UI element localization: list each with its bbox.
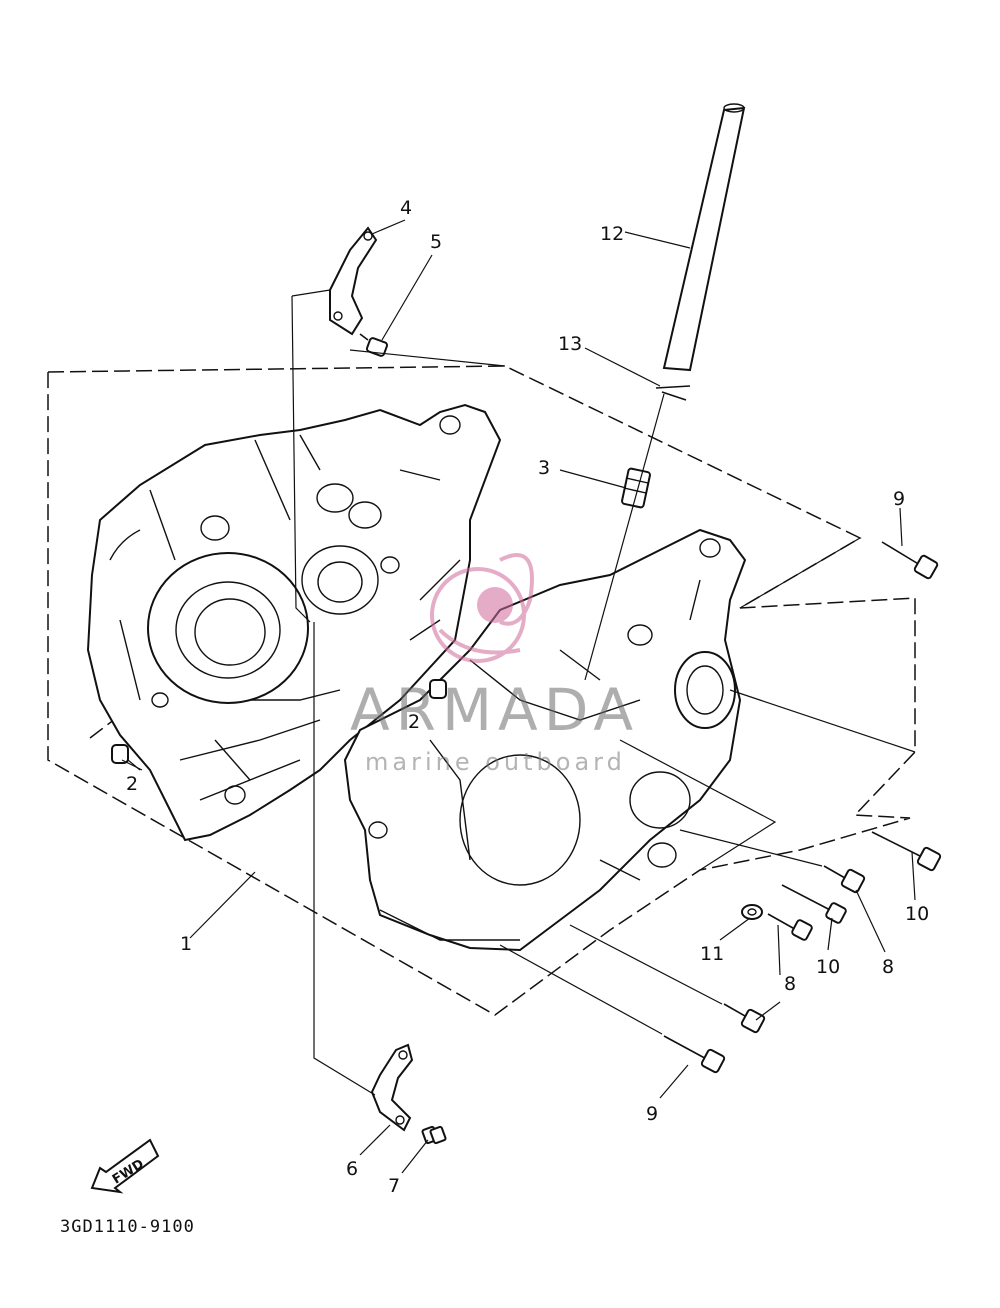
- callout-11: 11: [700, 943, 724, 965]
- watermark-tagline: marine outboard: [365, 748, 626, 776]
- callout-9-upper: 9: [893, 488, 905, 510]
- bolt-8-right: [823, 865, 866, 894]
- left-crankcase-half: [86, 403, 502, 842]
- right-crankcase-half: [343, 528, 747, 952]
- callout-5: 5: [430, 231, 442, 253]
- watermark-brand: ARMADA: [350, 676, 639, 744]
- bolt-lower: [421, 1125, 447, 1145]
- fwd-arrow: FWD: [90, 1138, 160, 1194]
- breather-hose: [662, 103, 746, 372]
- hose-fitting: [621, 467, 651, 509]
- callout-1: 1: [180, 933, 192, 955]
- callout-2-right: 2: [408, 711, 420, 733]
- bolt-10-right: [871, 831, 942, 872]
- bracket-lower: [370, 1043, 414, 1132]
- bolt-8-lower: [723, 1003, 766, 1034]
- callout-4: 4: [400, 197, 412, 219]
- leader-lines: [291, 289, 916, 1096]
- callout-10-middle: 10: [816, 956, 840, 978]
- callout-8-middle: 8: [784, 973, 796, 995]
- bolt-10-middle: [781, 884, 847, 924]
- callout-12: 12: [600, 223, 624, 245]
- watermark: ARMADA marine outboard: [350, 553, 639, 776]
- callout-9-lower: 9: [646, 1103, 658, 1125]
- callout-6: 6: [346, 1158, 358, 1180]
- diagram-part-code: 3GD1110-9100: [60, 1217, 195, 1237]
- callout-8-right: 8: [882, 956, 894, 978]
- callout-3: 3: [538, 457, 550, 479]
- bolt-9-upper: [881, 541, 939, 580]
- hose-clip: [655, 385, 691, 401]
- bracket-upper: [329, 226, 378, 336]
- callout-13: 13: [558, 333, 582, 355]
- washer-11: [741, 904, 763, 920]
- bolt-upper: [359, 333, 389, 357]
- bolt-8-middle: [767, 913, 813, 941]
- callout-2-left: 2: [126, 773, 138, 795]
- callout-leaders: [121, 219, 916, 1174]
- dowel-pin-right: [429, 679, 447, 699]
- watermark-logo-icon: [430, 553, 534, 663]
- callout-labels: 1 2 2 3 4 5 6 7 8 8 9 9 10 10 11 12 13: [126, 197, 929, 1197]
- callout-10-right: 10: [905, 903, 929, 925]
- callout-7: 7: [388, 1175, 400, 1197]
- bolt-9-lower: [663, 1035, 726, 1074]
